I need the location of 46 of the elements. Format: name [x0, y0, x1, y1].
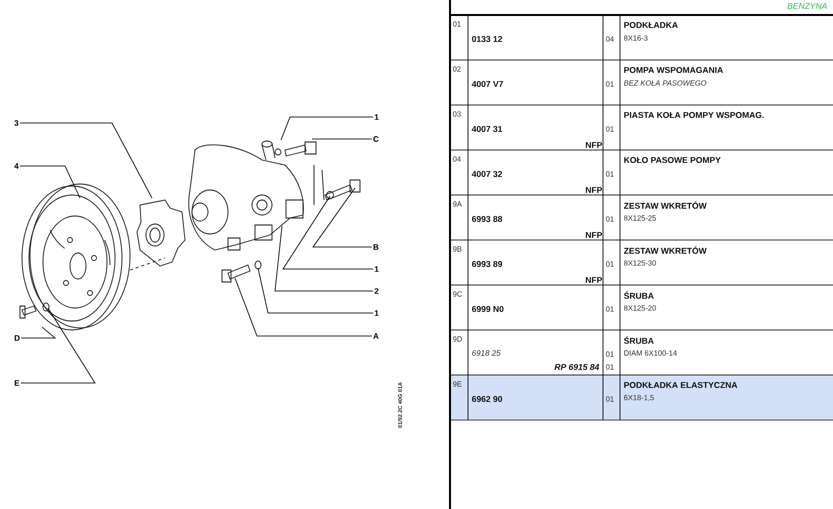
part-name: ŚRUBA: [624, 291, 654, 299]
callout-label: 1: [374, 266, 379, 272]
part-name: POMPA WSPOMAGANIA: [624, 67, 723, 73]
nfp-mark: NFP: [586, 187, 602, 193]
part-number: 6918 25: [472, 350, 501, 356]
callout-label: 1: [374, 114, 379, 120]
callout-label: 2: [374, 288, 378, 294]
leader-line: [280, 116, 374, 140]
nfp-mark: NFP: [586, 142, 602, 148]
leader-line: [19, 166, 80, 198]
callout-label: 4: [14, 163, 19, 169]
part-number: 6999 N0: [472, 306, 504, 312]
part-name: PODKŁADKA: [624, 22, 678, 28]
part-number: 6993 88: [472, 216, 502, 222]
part-name: KOŁO PASOWE POMPY: [624, 157, 721, 163]
part-name: ZESTAW WKRETÓW: [624, 201, 707, 209]
callout-label: C: [373, 136, 379, 142]
leader-line: [20, 308, 96, 384]
part-name: PODKŁADKA ELASTYCZNA: [624, 382, 738, 388]
leader-line: [20, 326, 56, 338]
leader-line: [312, 188, 372, 248]
part-number: 4007 V7: [472, 81, 503, 87]
nfp-mark: NFP: [586, 232, 602, 238]
nfp-mark: NFP: [586, 277, 602, 283]
part-number: 6962 90: [472, 396, 502, 402]
callout-label: A: [373, 333, 379, 339]
callout-label: D: [14, 335, 20, 341]
callout-label: B: [374, 244, 378, 250]
part-number: 0133 12: [472, 36, 502, 42]
leader-line: [234, 278, 372, 336]
part-name: ŚRUBA: [624, 336, 654, 344]
leader-line: [19, 122, 152, 198]
part-name: PIASTA KOŁA POMPY WSPOMAG.: [624, 112, 764, 118]
part-number: 4007 31: [472, 126, 502, 132]
part-number: RP 6915 84: [554, 364, 600, 370]
callout-label: E: [14, 380, 20, 386]
leader-line: [312, 138, 372, 140]
callout-label: 3: [14, 120, 18, 126]
part-number: 4007 32: [472, 171, 502, 178]
part-number: 6993 89: [472, 261, 502, 268]
callout-label: 1: [374, 310, 379, 316]
leader-line: [282, 196, 374, 270]
leader-line: [258, 268, 374, 314]
section-heading: BENZYNA: [787, 3, 827, 9]
leader-line: [274, 226, 374, 292]
part-name: ZESTAW WKRETÓW: [624, 246, 707, 254]
